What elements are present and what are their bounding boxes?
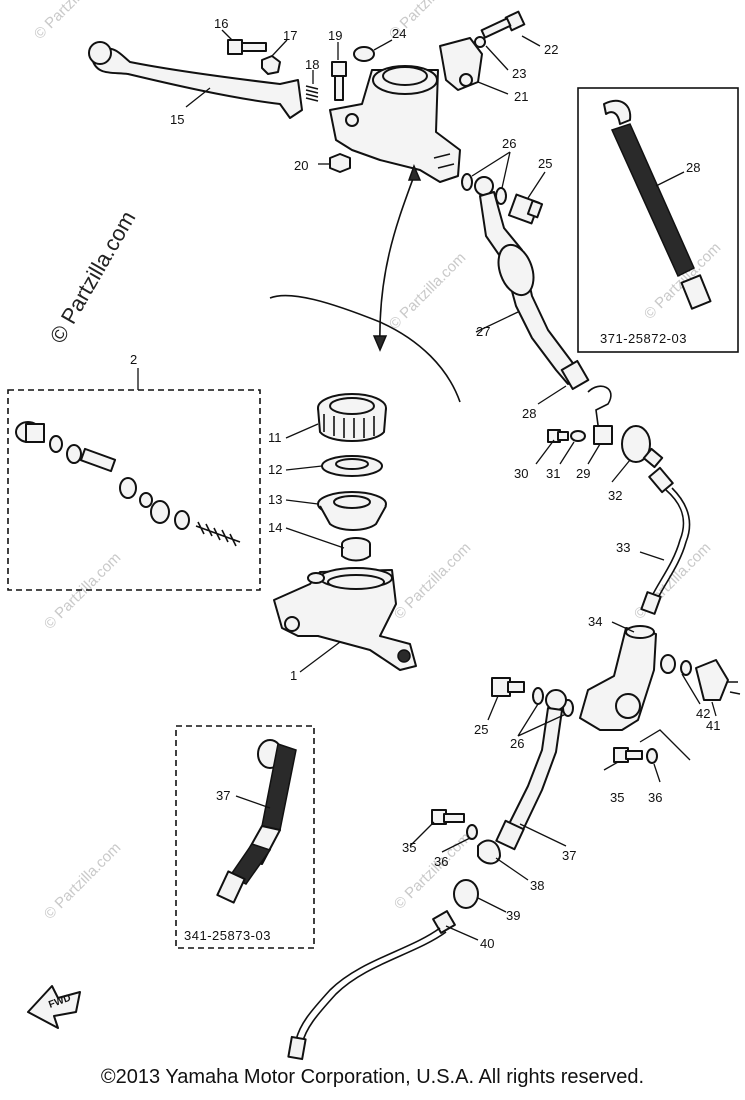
adjust-screw <box>331 61 347 101</box>
inset-hose-28: 371-25872-03 <box>577 87 739 353</box>
callout-38: 38 <box>530 878 544 893</box>
callout-16: 16 <box>214 16 228 31</box>
callout-40: 40 <box>480 936 494 951</box>
clip-bolt-left <box>431 809 465 825</box>
brake-light-switch <box>695 659 741 701</box>
callout-36-left: 36 <box>434 854 448 869</box>
upper-brake-hose <box>474 176 590 391</box>
switch-washer <box>660 654 692 676</box>
callout-22: 22 <box>544 42 558 57</box>
upper-union-bolt <box>507 193 544 225</box>
inset-code-bottom: 341-25873-03 <box>184 928 271 943</box>
clip-bolt-right <box>613 747 643 763</box>
callout-34: 34 <box>588 614 602 629</box>
callout-15: 15 <box>170 112 184 127</box>
callout-20: 20 <box>294 158 308 173</box>
lower-union-bolt <box>491 677 525 697</box>
watermark-3: © Partzilla.com <box>386 249 469 332</box>
copyright-notice: ©2013 Yamaha Motor Corporation, U.S.A. A… <box>100 1066 645 1088</box>
master-cylinder-body <box>273 567 417 671</box>
lock-nut <box>329 153 351 173</box>
callout-26-upper: 26 <box>502 136 516 151</box>
pivot-nut <box>261 55 281 75</box>
callout-18: 18 <box>305 57 319 72</box>
brake-lever <box>88 41 303 119</box>
reservoir-cap-small <box>353 46 375 62</box>
watermark-4: © Partzilla.com <box>391 539 474 622</box>
clamp-washer <box>474 36 486 48</box>
clamp-bolt <box>480 10 526 39</box>
brake-pipe-40 <box>287 910 456 1061</box>
callout-31: 31 <box>546 466 560 481</box>
callout-28-inset: 28 <box>686 160 700 175</box>
callout-13: 13 <box>268 492 282 507</box>
callout-28-lower: 28 <box>522 406 536 421</box>
callout-2: 2 <box>130 352 137 367</box>
watermark-5: © Partzilla.com <box>41 549 124 632</box>
callout-14: 14 <box>268 520 282 535</box>
callout-23: 23 <box>512 66 526 81</box>
inset-piston-kit <box>7 389 261 591</box>
callout-33: 33 <box>616 540 630 555</box>
lower-brake-hose <box>495 689 567 851</box>
watermark-6: © Partzilla.com <box>41 839 124 922</box>
leader-lines <box>137 29 717 941</box>
callout-labels: 15 16 17 18 19 20 24 21 22 23 26 25 27 2… <box>130 16 720 951</box>
callout-25-lower: 25 <box>474 722 488 737</box>
callout-35-left: 35 <box>402 840 416 855</box>
diaphragm <box>317 491 387 531</box>
callout-27: 27 <box>476 324 490 339</box>
clip-washer-left <box>466 824 478 840</box>
callout-26-lower: 26 <box>510 736 524 751</box>
callout-11: 11 <box>268 430 282 445</box>
pipe-grommet <box>453 879 479 909</box>
callout-36-right: 36 <box>648 790 662 805</box>
fwd-arrow: FWD <box>27 985 81 1029</box>
callout-32: 32 <box>608 488 622 503</box>
callout-1: 1 <box>290 668 297 683</box>
hose-clamp <box>477 839 501 865</box>
rear-cylinder-34 <box>579 625 657 731</box>
callout-17: 17 <box>283 28 297 43</box>
reservoir-cap <box>317 393 387 442</box>
pivot-bolt <box>227 39 267 55</box>
callout-41: 41 <box>706 718 720 733</box>
explode-indicator <box>269 163 461 403</box>
clip-washer-right <box>646 748 658 764</box>
callout-35-right: 35 <box>610 790 624 805</box>
callout-37-main: 37 <box>562 848 576 863</box>
callout-29: 29 <box>576 466 590 481</box>
bracket-bolt <box>547 429 569 443</box>
callout-12: 12 <box>268 462 282 477</box>
callout-42: 42 <box>696 706 710 721</box>
callout-21: 21 <box>514 89 528 104</box>
spring <box>305 85 319 102</box>
callout-37-inset: 37 <box>216 788 230 803</box>
callout-19: 19 <box>328 28 342 43</box>
callout-39: 39 <box>506 908 520 923</box>
float <box>341 537 371 562</box>
side-watermark: © Partzilla.com <box>45 207 141 348</box>
hose-bracket <box>587 385 613 445</box>
callout-30: 30 <box>514 466 528 481</box>
bracket-washer <box>570 430 586 442</box>
cap-plate <box>321 455 383 477</box>
inset-code-top: 371-25872-03 <box>600 331 687 346</box>
callout-25-upper: 25 <box>538 156 552 171</box>
inset-hose-37: 341-25873-03 <box>175 725 315 949</box>
hose-joint <box>621 425 664 469</box>
watermark-1: © Partzilla.com <box>31 0 114 43</box>
brake-pipe-33 <box>640 466 691 615</box>
callout-24: 24 <box>392 26 406 41</box>
master-cylinder-assembly <box>329 65 461 183</box>
